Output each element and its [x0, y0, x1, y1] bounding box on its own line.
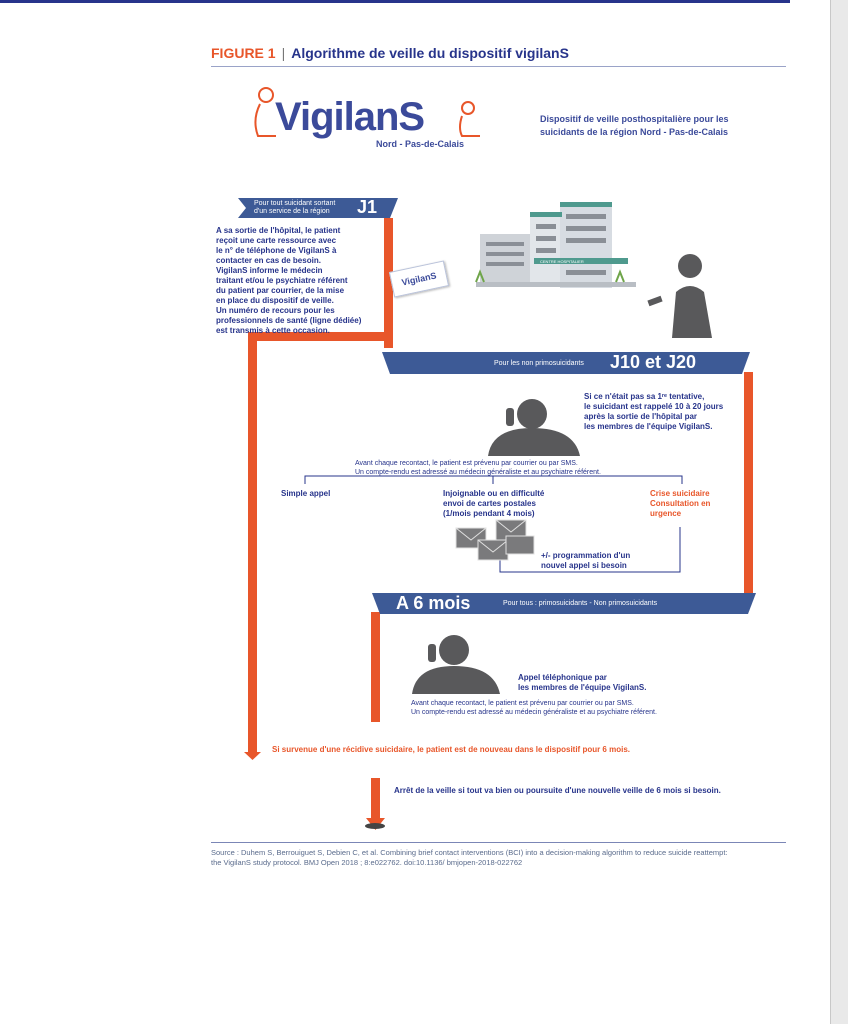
source-line-1: Source : Duhem S, Berrouiguet S, Debien …: [211, 848, 728, 857]
j1-text-line: le n° de téléphone de VigilanS à: [216, 246, 337, 255]
j1-text-line: en place du dispositif de veille.: [216, 296, 334, 305]
j1-text-line: contacter en cas de besoin.: [216, 256, 321, 265]
page: FIGURE 1 | Algorithme de veille du disposi…: [0, 0, 831, 1024]
j1-text-line: du patient par courrier, de la mise: [216, 286, 345, 295]
m6-call-line: Appel téléphonique par: [518, 673, 607, 682]
figure-title: Algorithme de veille du dispositif vigil…: [291, 45, 569, 61]
hospital-sign: CENTRE HOSPITALIER: [540, 259, 584, 264]
reprogram-bracket: [499, 527, 681, 573]
top-rule: [0, 0, 790, 3]
j1-text-line: VigilanS informe le médecin: [216, 266, 323, 275]
j1-text: A sa sortie de l'hôpital, le patient reç…: [216, 226, 361, 336]
reprogram-line: +/- programmation d'un: [541, 551, 631, 560]
flow-end-shadow: [365, 823, 385, 829]
figure-separator: |: [281, 45, 286, 61]
intro-line-2: suicidants de la région Nord - Pas-de-Ca…: [540, 127, 729, 137]
figure-heading: FIGURE 1 | Algorithme de veille du disposi…: [211, 45, 569, 61]
branch-unreachable-line: (1/mois pendant 4 mois): [443, 509, 535, 518]
reprogram-line: nouvel appel si besoin: [541, 561, 627, 570]
branch-crisis-line: Consultation en: [650, 499, 711, 508]
end-note: Arrêt de la veille si tout va bien ou po…: [394, 786, 721, 795]
j10-text-line: après la sortie de l'hôpital par: [584, 412, 698, 421]
branch-unreachable-line: envoi de cartes postales: [443, 499, 536, 508]
caller-icon-6m: [412, 635, 500, 694]
branch-crisis-line: Crise suicidaire: [650, 489, 710, 498]
j1-label: J1: [357, 197, 378, 217]
reprogram-note: +/- programmation d'un nouvel appel si b…: [541, 551, 630, 571]
caller-icon-j10: [488, 399, 580, 456]
envelopes-icon: [455, 519, 535, 561]
flow-lines: CENTRE HOSPITALIER: [238, 87, 756, 830]
j10-text-line: les membres de l'équipe VigilanS.: [584, 422, 713, 431]
m6-contact-line-1: Avant chaque recontact, le patient est p…: [411, 700, 634, 707]
flow-end-vertical: [371, 778, 380, 818]
j1-text-line: reçoit une carte ressource avec: [216, 236, 337, 245]
j10-label: J10 et J20: [610, 352, 697, 372]
j1-text-line: A sa sortie de l'hôpital, le patient: [216, 226, 341, 235]
branch-unreachable: Injoignable ou en difficulté envoi de ca…: [443, 489, 544, 519]
j1-text-line: professionnels de santé (ligne dédiée): [216, 316, 362, 325]
m6-contact-note: Avant chaque recontact, le patient est p…: [411, 699, 657, 717]
j1-text-line: est transmis à cette occasion.: [216, 326, 330, 335]
branch-crisis: Crise suicidaire Consultation en urgence: [650, 489, 710, 519]
flow-left-arrow: [244, 752, 261, 760]
j10-banner-label: Pour les non primosuicidants: [494, 360, 584, 367]
hospital-building: [475, 202, 636, 288]
m6-contact-line-2: Un compte-rendu est adressé au médecin g…: [411, 709, 657, 716]
figure-label: FIGURE 1: [211, 45, 276, 61]
branch-unreachable-line: Injoignable ou en difficulté: [443, 489, 545, 498]
banner-j1: [238, 198, 398, 218]
logo-figure-icon: [254, 87, 480, 137]
person-phone-icon: [647, 254, 712, 338]
j1-banner-line-2: d'un service de la région: [254, 208, 330, 215]
flow-j1-vertical: [384, 218, 393, 348]
j10-contact-line-2: Un compte-rendu est adressé au médecin g…: [355, 469, 601, 476]
m6-banner-label: Pour tous : primosuicidants - Non primos…: [503, 600, 658, 607]
branch-simple-call: Simple appel: [281, 489, 331, 498]
m6-call-line: les membres de l'équipe VigilanS.: [518, 683, 647, 692]
j10-contact-note: Avant chaque recontact, le patient est p…: [355, 459, 601, 477]
j10-contact-line-1: Avant chaque recontact, le patient est p…: [355, 460, 578, 467]
recidive-note: Si survenue d'une récidive suicidaire, l…: [272, 745, 630, 754]
j1-banner-label: Pour tout suicidant sortant d'un service…: [254, 200, 335, 216]
intro-line-1: Dispositif de veille posthospitalière po…: [540, 114, 729, 124]
logo-region: Nord - Pas-de-Calais: [376, 139, 465, 149]
intro-text: Dispositif de veille posthospitalière po…: [540, 113, 729, 139]
j1-text-line: traitant et/ou le psychiatre référent: [216, 276, 348, 285]
flow-left-vertical: [248, 332, 257, 752]
j10-text-line: le suicidant est rappelé 10 à 20 jours: [584, 402, 724, 411]
m6-call-text: Appel téléphonique par les membres de l'…: [518, 673, 646, 693]
j1-banner-line-1: Pour tout suicidant sortant: [254, 200, 336, 207]
j10-text: Si ce n'était pas sa 1ʳᵉ tentative, le s…: [584, 392, 723, 432]
flow-left-top: [248, 332, 388, 341]
heading-rule: [211, 66, 786, 67]
j10-text-line: Si ce n'était pas sa 1ʳᵉ tentative,: [584, 392, 705, 401]
source-rule: [211, 842, 786, 843]
banner-j10: [382, 352, 750, 374]
flow-j10-right: [744, 372, 753, 594]
flow-6m-vertical: [371, 612, 380, 722]
source-citation: Source : Duhem S, Berrouiguet S, Debien …: [211, 848, 791, 868]
banner-6m: [372, 593, 756, 614]
branch-crisis-line: urgence: [650, 509, 682, 518]
source-line-2: the VigilanS study protocol. BMJ Open 20…: [211, 858, 523, 867]
m6-label: A 6 mois: [396, 593, 471, 613]
logo-wordmark: VigilanS: [275, 95, 425, 139]
j1-text-line: Un numéro de recours pour les: [216, 306, 335, 315]
